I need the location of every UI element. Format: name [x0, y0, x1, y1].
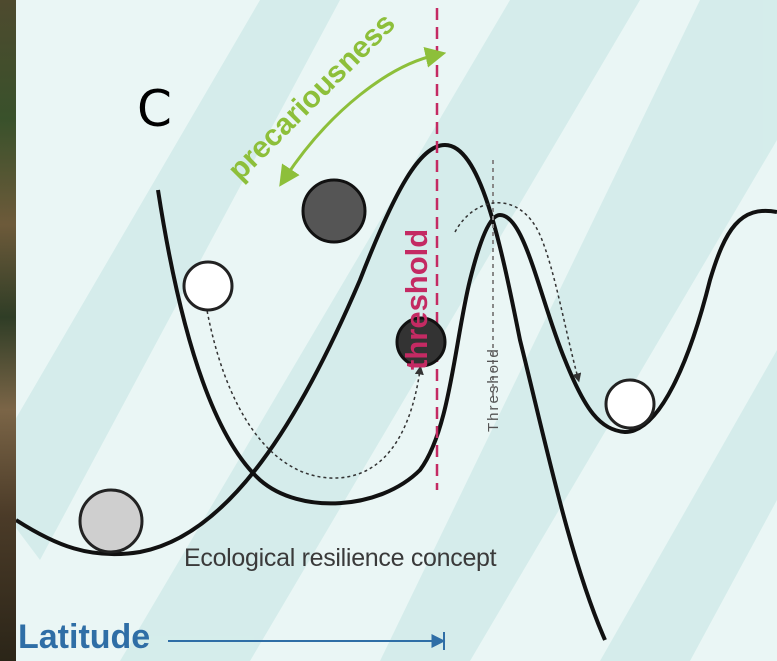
ball-icon-grey-bottom [78, 488, 144, 554]
threshold-label: threshold [399, 229, 434, 370]
ball-icon-white-left [182, 260, 234, 312]
ball-icon-dark-threshold [395, 316, 447, 368]
ball-icon-white-right [604, 378, 656, 430]
threshold-small-label: Threshold [485, 347, 502, 432]
latitude-axis-label: Latitude [18, 618, 151, 656]
dotted-arrow-left-icon [202, 300, 424, 479]
dotted-arrow-right-icon [454, 202, 582, 383]
ball-icon-dark-top [301, 178, 367, 244]
diagram-panel: precariousness threshold Threshold C Eco… [16, 0, 777, 661]
resilience-diagram: precariousness threshold Threshold [16, 0, 777, 661]
panel-label: C [137, 80, 172, 138]
background-photo-strip [0, 0, 16, 661]
diagram-caption: Ecological resilience concept [184, 544, 497, 572]
precariousness-arrow-icon [279, 46, 447, 187]
